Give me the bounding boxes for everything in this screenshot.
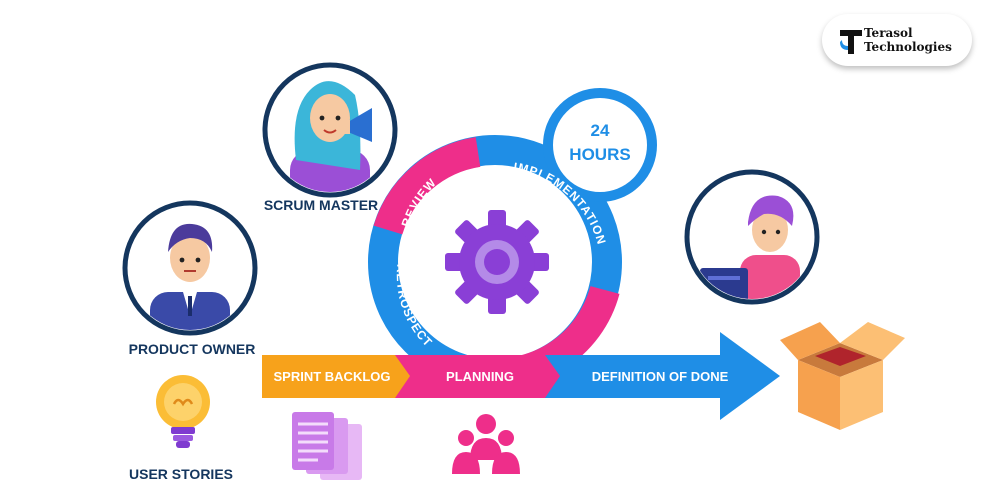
lightbulb-icon — [156, 375, 210, 448]
box-icon — [780, 322, 905, 430]
product-owner-label: PRODUCT OWNER — [129, 341, 256, 357]
sprint-backlog-label: SPRINT BACKLOG — [274, 369, 391, 384]
logo-icon — [840, 30, 862, 54]
team-icon — [452, 414, 520, 474]
definition-of-done-label: DEFINITION OF DONE — [592, 369, 729, 384]
developer-avatar — [684, 169, 820, 305]
planning-segment — [395, 355, 560, 398]
definition-of-done-segment — [520, 332, 780, 420]
hours-unit: HOURS — [569, 145, 630, 164]
megaphone-icon — [348, 108, 372, 142]
user-stories-label: USER STORIES — [129, 466, 233, 482]
flow-arrow: SPRINT BACKLOG PLANNING DEFINITION OF DO… — [262, 332, 780, 420]
brand-line2: Technologies — [864, 40, 952, 54]
planning-label: PLANNING — [446, 369, 514, 384]
brand-line1: Terasol — [864, 26, 913, 40]
hours-bubble: 24 HOURS — [543, 88, 657, 202]
sprint-backlog-segment — [262, 355, 410, 398]
hours-number: 24 — [591, 121, 610, 140]
product-owner-avatar — [122, 200, 258, 336]
scrum-master-label: SCRUM MASTER — [264, 197, 378, 213]
gear-icon — [445, 210, 549, 314]
scrum-master-avatar — [262, 62, 398, 198]
review-arc — [373, 137, 481, 235]
brand-logo: Terasol Technologies — [822, 14, 972, 66]
documents-icon — [292, 412, 362, 480]
